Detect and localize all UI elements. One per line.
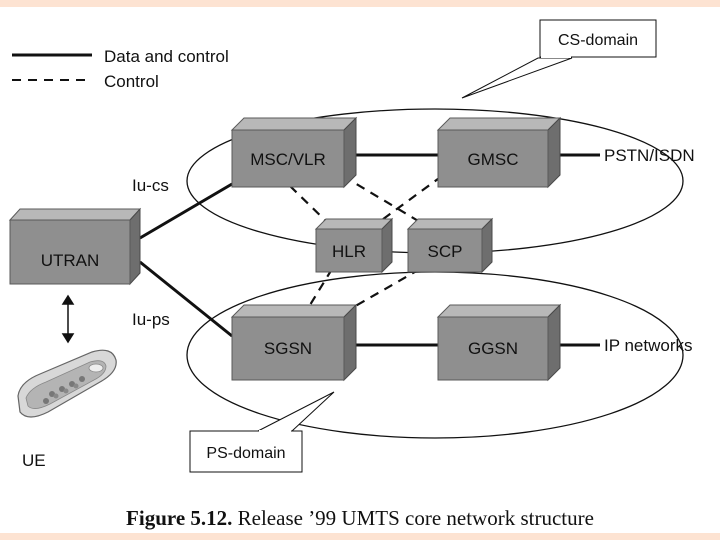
node-ggsn: GGSN — [436, 303, 562, 382]
msc-hlr-link — [289, 185, 331, 226]
iu-ps-link — [139, 260, 233, 338]
hlr-sgsn-link — [309, 268, 333, 306]
legend-dashed-label: Control — [104, 72, 159, 91]
msc-scp-link — [342, 175, 421, 223]
ps-domain-callout: PS-domain — [189, 391, 335, 473]
legend: Data and control Control — [12, 47, 229, 91]
gmsc-label: GMSC — [468, 150, 519, 169]
node-utran: UTRAN — [8, 207, 142, 286]
pstn-isdn-label: PSTN/ISDN — [604, 146, 695, 165]
caption-figure-number: Figure 5.12. — [126, 506, 233, 530]
iu-ps-label: Iu-ps — [132, 310, 170, 329]
node-msc-vlr: MSC/VLR — [230, 116, 358, 189]
gmsc-hlr-link — [374, 175, 443, 226]
ps-domain-label: PS-domain — [206, 445, 285, 462]
ue-label: UE — [22, 451, 46, 470]
iu-cs-label: Iu-cs — [132, 176, 169, 195]
utran-label: UTRAN — [41, 251, 100, 270]
node-gmsc: GMSC — [436, 116, 562, 189]
iu-cs-link — [139, 182, 233, 240]
cs-domain-callout: CS-domain — [461, 19, 657, 99]
cs-domain-label: CS-domain — [558, 32, 638, 49]
control-links — [289, 175, 443, 313]
caption-text: Release ’99 UMTS core network structure — [237, 506, 594, 530]
node-sgsn: SGSN — [230, 303, 358, 382]
ip-networks-label: IP networks — [604, 336, 693, 355]
scp-label: SCP — [428, 242, 463, 261]
legend-solid-label: Data and control — [104, 47, 229, 66]
node-hlr: HLR — [314, 217, 394, 274]
hlr-label: HLR — [332, 242, 366, 261]
msc-vlr-label: MSC/VLR — [250, 150, 326, 169]
ggsn-label: GGSN — [468, 339, 518, 358]
sgsn-label: SGSN — [264, 339, 312, 358]
scp-sgsn-link — [344, 268, 421, 313]
figure-caption: Figure 5.12. Release ’99 UMTS core netwo… — [0, 506, 720, 531]
node-scp: SCP — [406, 217, 494, 274]
phone-icon — [17, 349, 117, 418]
ue-utran-arrow — [61, 294, 75, 344]
